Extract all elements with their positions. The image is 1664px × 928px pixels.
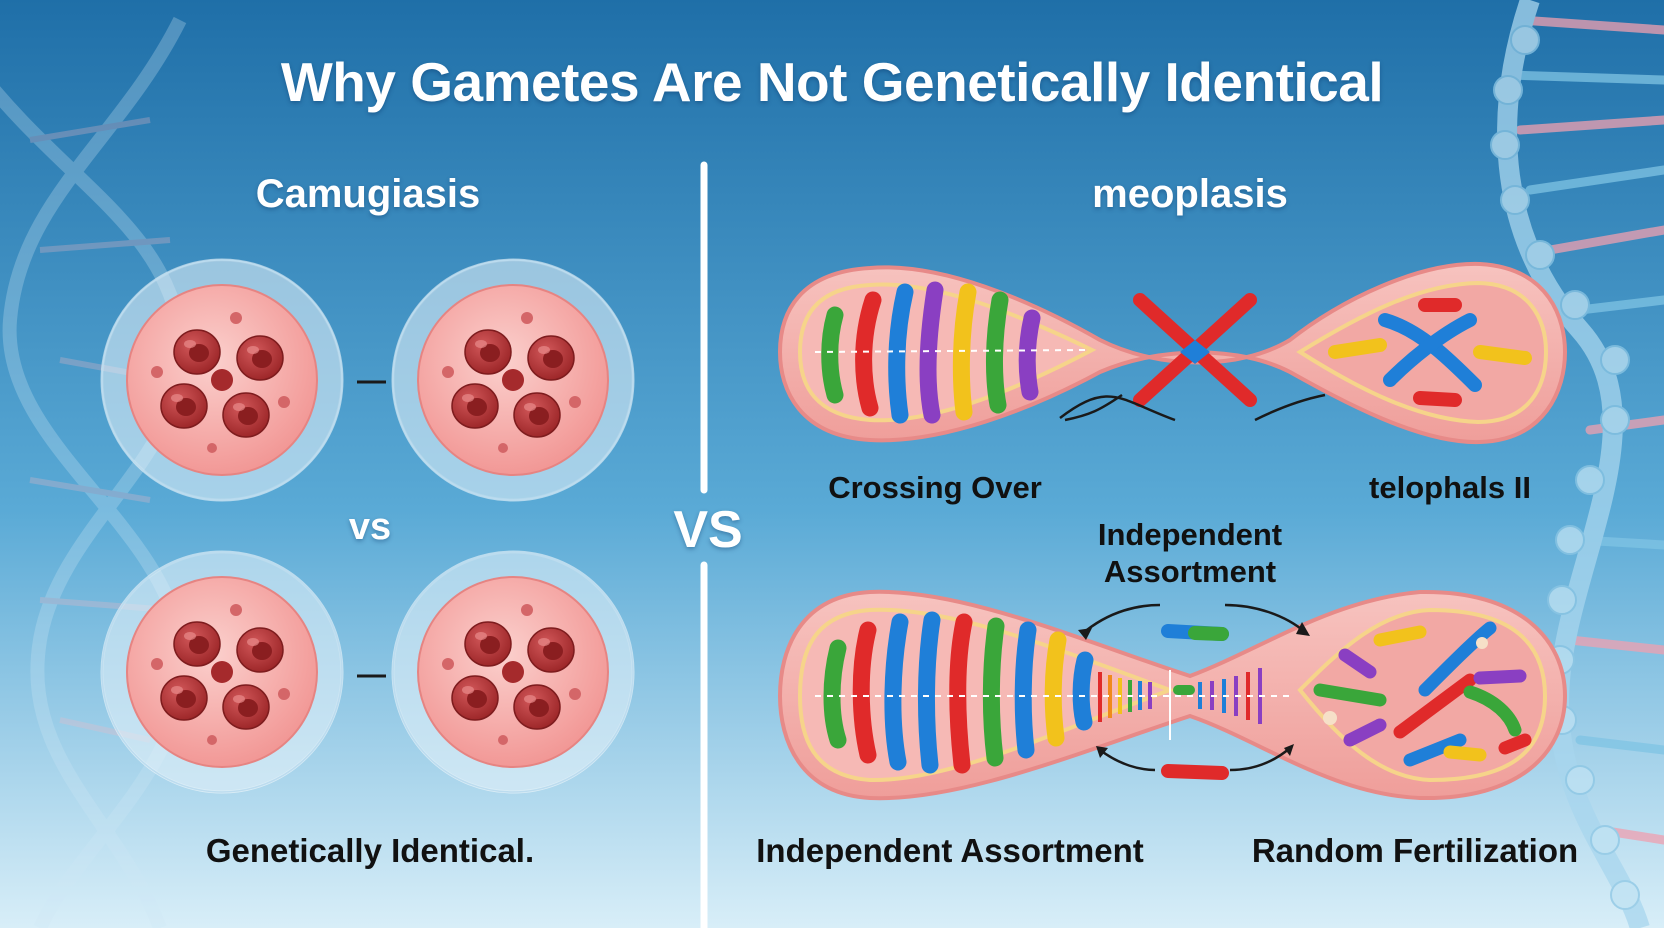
dna-helix-left: [0, 16, 190, 928]
free-chromosomes: [1161, 624, 1229, 780]
independent-assortment-bottom-label: Independent Assortment: [756, 832, 1144, 869]
crossing-over-label: Crossing Over: [828, 470, 1042, 505]
independent-assortment-top-label: Independent Assortment: [1060, 516, 1320, 590]
left-vs-label: vs: [348, 506, 392, 548]
right-panel-heading: meoplasis: [1092, 172, 1288, 216]
random-fertilization-label: Random Fertilization: [1251, 832, 1579, 869]
arrowheads: [1078, 622, 1310, 758]
genetically-identical-caption: Genetically Identical.: [205, 832, 535, 869]
telophase-label: telophals II: [1369, 470, 1531, 505]
independent-top-line1: Independent: [1097, 517, 1283, 552]
left-panel-heading: Camugiasis: [255, 172, 481, 216]
daughter-cell-top-right: [393, 260, 633, 500]
assortment-arrows: [1081, 603, 1306, 772]
center-vs-label: VS: [673, 501, 743, 559]
independent-top-line2: Assortment: [1103, 554, 1277, 589]
daughter-cell-bottom-right: [393, 552, 633, 792]
daughter-cell-top-left: [102, 260, 342, 500]
meiosis-cell-top: [777, 261, 1568, 445]
daughter-cell-bottom-left: [102, 552, 342, 792]
meiosis-cell-bottom: [777, 589, 1568, 801]
page-title: Why Gametes Are Not Genetically Identica…: [280, 51, 1384, 113]
